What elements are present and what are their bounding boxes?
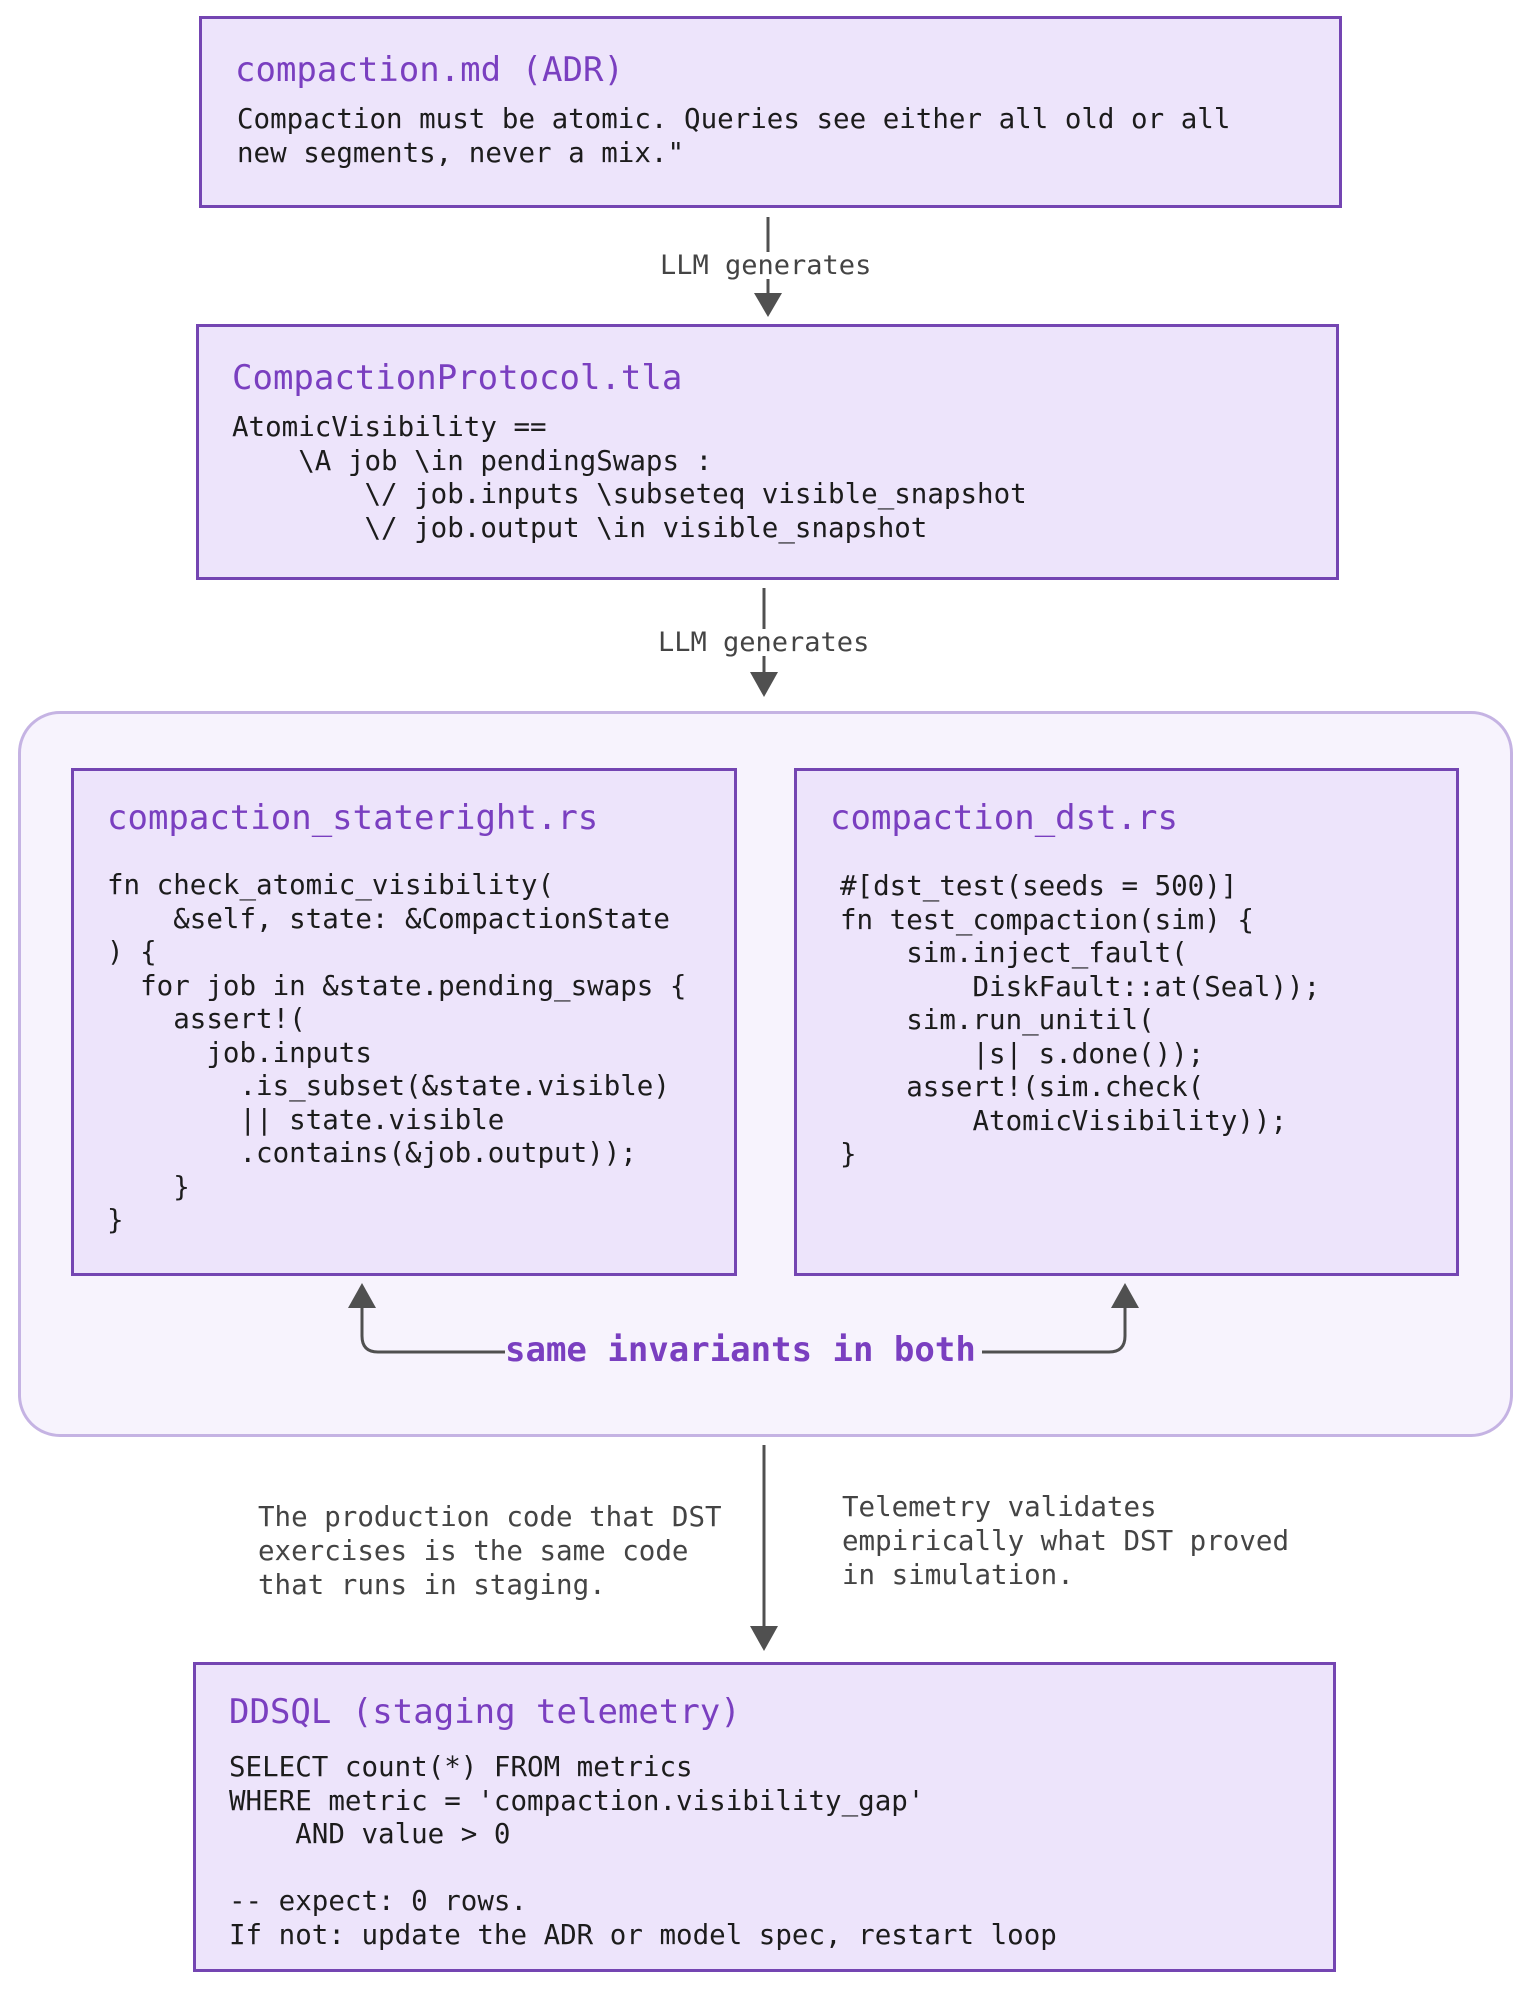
edge-label-tla-to-group: LLM generates [654, 629, 874, 656]
arrowhead-ddsql [750, 1626, 778, 1651]
tla-spec-body: AtomicVisibility == \A job \in pendingSw… [232, 411, 1027, 544]
arrowhead-group [750, 672, 778, 697]
ddsql-title: DDSQL (staging telemetry) [229, 1692, 741, 1732]
ddsql-node: DDSQL (staging telemetry) SELECT count(*… [193, 1662, 1336, 1972]
shared-invariants-label: same invariants in both [505, 1330, 976, 1370]
stateright-node: compaction_stateright.rs fn check_atomic… [71, 768, 737, 1276]
stateright-title: compaction_stateright.rs [107, 798, 599, 838]
note-telemetry: Telemetry validates empirically what DST… [842, 1491, 1290, 1591]
dst-body: #[dst_test(seeds = 500)] fn test_compact… [840, 870, 1321, 1170]
tla-spec-node: CompactionProtocol.tla AtomicVisibility … [196, 324, 1339, 580]
ddsql-body: SELECT count(*) FROM metrics WHERE metri… [229, 1751, 1057, 1951]
adr-body: Compaction must be atomic. Queries see e… [237, 103, 1231, 169]
edge-label-adr-to-tla: LLM generates [656, 252, 876, 279]
adr-title: compaction.md (ADR) [235, 50, 624, 90]
note-production-code: The production code that DST exercises i… [258, 1501, 722, 1601]
dst-title: compaction_dst.rs [830, 798, 1178, 838]
stateright-body: fn check_atomic_visibility( &self, state… [107, 869, 687, 1236]
dst-node: compaction_dst.rs #[dst_test(seeds = 500… [794, 768, 1459, 1276]
arrowhead-tla [754, 293, 782, 317]
adr-node: compaction.md (ADR) Compaction must be a… [199, 16, 1342, 208]
tla-spec-title: CompactionProtocol.tla [232, 358, 683, 398]
